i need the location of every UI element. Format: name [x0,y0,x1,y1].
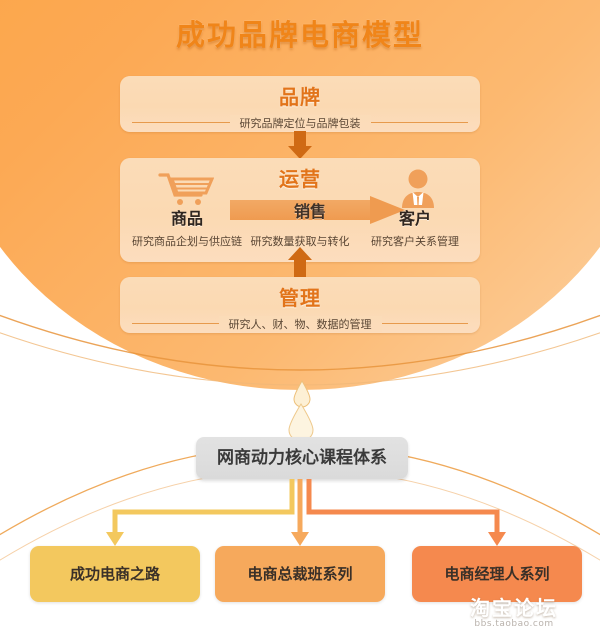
brand-subtitle: 研究品牌定位与品牌包装 [229,115,371,131]
model-box-management: 管理 研究人、财、物、数据的管理 [120,277,480,333]
page-title: 成功品牌电商模型 [175,18,424,52]
ops-column-goods-label: 商品 [170,209,203,228]
course-box-1[interactable]: 电商总裁班系列 [215,546,385,602]
sales-flow-label: 销售 [293,202,326,221]
course-box-1-label: 电商总裁班系列 [247,565,353,583]
course-system-label: 网商动力核心课程体系 [217,448,387,468]
management-subtitle-row: 研究人、财、物、数据的管理 [120,313,480,332]
sales-flow-arrow-icon [230,196,405,224]
watermark-name: 淘宝论坛 [470,596,558,620]
course-box-0-label: 成功电商之路 [69,565,160,583]
brand-heading: 品牌 [279,85,321,109]
person-icon [402,169,434,208]
ops-column-sales: 销售 研究数量获取与转化 [241,205,359,249]
brand-subtitle-row: 研究品牌定位与品牌包装 [120,112,480,131]
watermark: 淘宝论坛 bbs.taobao.com [470,592,558,629]
shopping-cart-icon [158,173,214,205]
ops-column-customer: 客户 研究客户关系管理 [356,205,474,249]
model-box-brand: 品牌 研究品牌定位与品牌包装 [120,76,480,132]
management-subtitle: 研究人、财、物、数据的管理 [218,316,382,332]
course-system-box: 网商动力核心课程体系 [196,437,408,479]
course-box-0[interactable]: 成功电商之路 [30,546,200,602]
operations-heading: 运营 [279,167,321,191]
ops-column-goods: 商品 研究商品企划与供应链 [128,205,246,249]
ops-column-customer-desc: 研究客户关系管理 [371,235,459,248]
course-box-2[interactable]: 电商经理人系列 [412,546,582,602]
management-heading: 管理 [279,286,321,310]
ops-column-sales-desc: 研究数量获取与转化 [250,235,350,248]
course-box-2-label: 电商经理人系列 [444,565,550,583]
watermark-url: bbs.taobao.com [474,619,554,629]
ops-column-goods-desc: 研究商品企划与供应链 [132,235,242,248]
ops-column-customer-label: 客户 [398,209,431,228]
